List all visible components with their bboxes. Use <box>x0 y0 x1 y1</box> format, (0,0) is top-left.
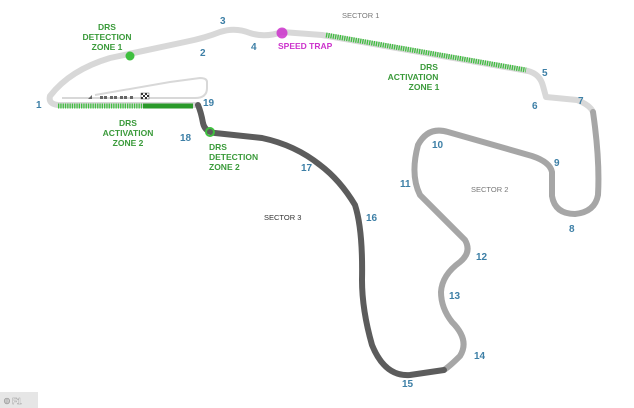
turn-12-label: 12 <box>476 252 488 263</box>
chequered-flag-icon <box>140 92 150 100</box>
drs-activation-zone-2-line-3: ZONE 2 <box>113 138 144 148</box>
sector-1-label: SECTOR 1 <box>342 11 379 20</box>
speed-trap-marker <box>276 27 288 39</box>
sector-3-track <box>195 102 447 379</box>
turn-19-label: 19 <box>203 98 215 109</box>
sector-2-label: SECTOR 2 <box>471 185 508 194</box>
turn-6-label: 6 <box>532 101 538 112</box>
turn-15-label: 15 <box>402 379 414 390</box>
drs-activation-zone-1-strip <box>325 32 527 73</box>
drs-detection-zone-1-line-2: DETECTION <box>82 32 131 42</box>
drs-detection-1-marker <box>125 51 135 61</box>
turn-3-label: 3 <box>220 16 226 27</box>
drs-activation-zone-1-line-1: DRS <box>420 62 438 72</box>
drs-activation-zone-1-label: DRS ACTIVATION ZONE 1 <box>388 62 440 92</box>
turn-7-label: 7 <box>578 96 584 107</box>
turn-1-label: 1 <box>36 100 42 111</box>
turn-8-label: 8 <box>569 224 575 235</box>
drs-detection-zone-2-line-3: ZONE 2 <box>209 162 240 172</box>
sector-3-label: SECTOR 3 <box>264 213 301 222</box>
drs-detection-zone-1-line-3: ZONE 1 <box>92 42 123 52</box>
turn-11-label: 11 <box>400 179 411 190</box>
turn-2-label: 2 <box>200 48 206 59</box>
turn-numbers: 1 2 3 4 5 6 7 8 9 10 11 12 13 14 15 16 1… <box>36 16 584 390</box>
drs-detection-zone-1-line-1: DRS <box>98 22 116 32</box>
drs-detection-zone-2-label: DRS DETECTION ZONE 2 <box>209 142 258 172</box>
turn-14-label: 14 <box>474 351 486 362</box>
credit: © F1 <box>0 392 38 408</box>
sector-2-track <box>411 109 602 373</box>
drs-detection-zone-2-line-1: DRS <box>209 142 227 152</box>
turn-13-label: 13 <box>449 291 461 302</box>
drs-activation-zone-1-line-2: ACTIVATION <box>388 72 439 82</box>
drs-activation-zone-2-line-2: ACTIVATION <box>103 128 154 138</box>
drs-detection-zone-2-line-2: DETECTION <box>209 152 258 162</box>
credit-label: © F1 <box>4 397 22 406</box>
turn-16-label: 16 <box>366 213 378 224</box>
drs-detection-zone-1-label: DRS DETECTION ZONE 1 <box>82 22 131 52</box>
sector-1-track <box>46 26 596 115</box>
turn-17-label: 17 <box>301 163 313 174</box>
pit-lane <box>62 76 208 99</box>
drs-activation-zone-1-line-3: ZONE 1 <box>409 82 440 92</box>
turn-9-label: 9 <box>554 158 560 169</box>
turn-5-label: 5 <box>542 68 548 79</box>
turn-10-label: 10 <box>432 140 444 151</box>
start-finish-grid-icon <box>88 95 133 99</box>
turn-4-label: 4 <box>251 42 257 53</box>
drs-activation-zone-2-label: DRS ACTIVATION ZONE 2 <box>103 118 154 148</box>
drs-activation-zone-2-line-1: DRS <box>119 118 137 128</box>
turn-18-label: 18 <box>180 133 192 144</box>
drs-detection-2-marker <box>205 127 215 137</box>
speed-trap-label: SPEED TRAP <box>278 41 333 51</box>
